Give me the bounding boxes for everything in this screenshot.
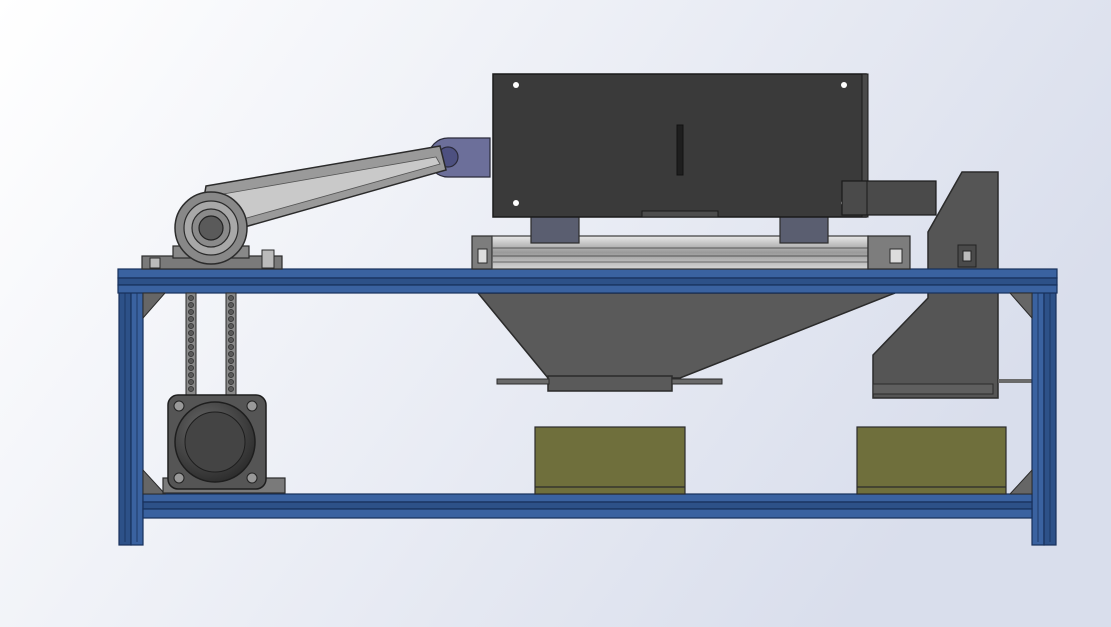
belt-tooth (228, 372, 234, 378)
belt-tooth (228, 323, 234, 329)
belt-tooth (228, 351, 234, 357)
belt-tooth (188, 379, 194, 385)
belt-tooth (228, 295, 234, 301)
vibrating-screen-housing (427, 73, 937, 218)
linear-guide-rail (471, 212, 911, 270)
belt-tooth (228, 379, 234, 385)
drive-belt (185, 292, 237, 399)
pillow-block-bearing (141, 191, 283, 270)
belt-tooth (188, 386, 194, 392)
drive-motor (162, 394, 286, 494)
belt-tooth (188, 302, 194, 308)
belt-tooth (188, 337, 194, 343)
belt-tooth (188, 309, 194, 315)
belt-tooth (228, 309, 234, 315)
belt-tooth (188, 358, 194, 364)
belt-tooth (188, 344, 194, 350)
belt-tooth (228, 344, 234, 350)
belt-tooth (228, 365, 234, 371)
belt-tooth (228, 358, 234, 364)
belt-tooth (228, 337, 234, 343)
belt-tooth (228, 302, 234, 308)
belt-tooth (188, 295, 194, 301)
belt-tooth (188, 372, 194, 378)
belt-tooth (228, 386, 234, 392)
belt-tooth (188, 316, 194, 322)
collection-bin-right (856, 426, 1007, 495)
collection-bin-left (534, 426, 686, 495)
belt-tooth (188, 323, 194, 329)
belt-tooth (188, 351, 194, 357)
belt-tooth (228, 330, 234, 336)
machine-frame (117, 268, 1058, 546)
belt-tooth (188, 365, 194, 371)
belt-tooth (228, 316, 234, 322)
belt-tooth (188, 330, 194, 336)
